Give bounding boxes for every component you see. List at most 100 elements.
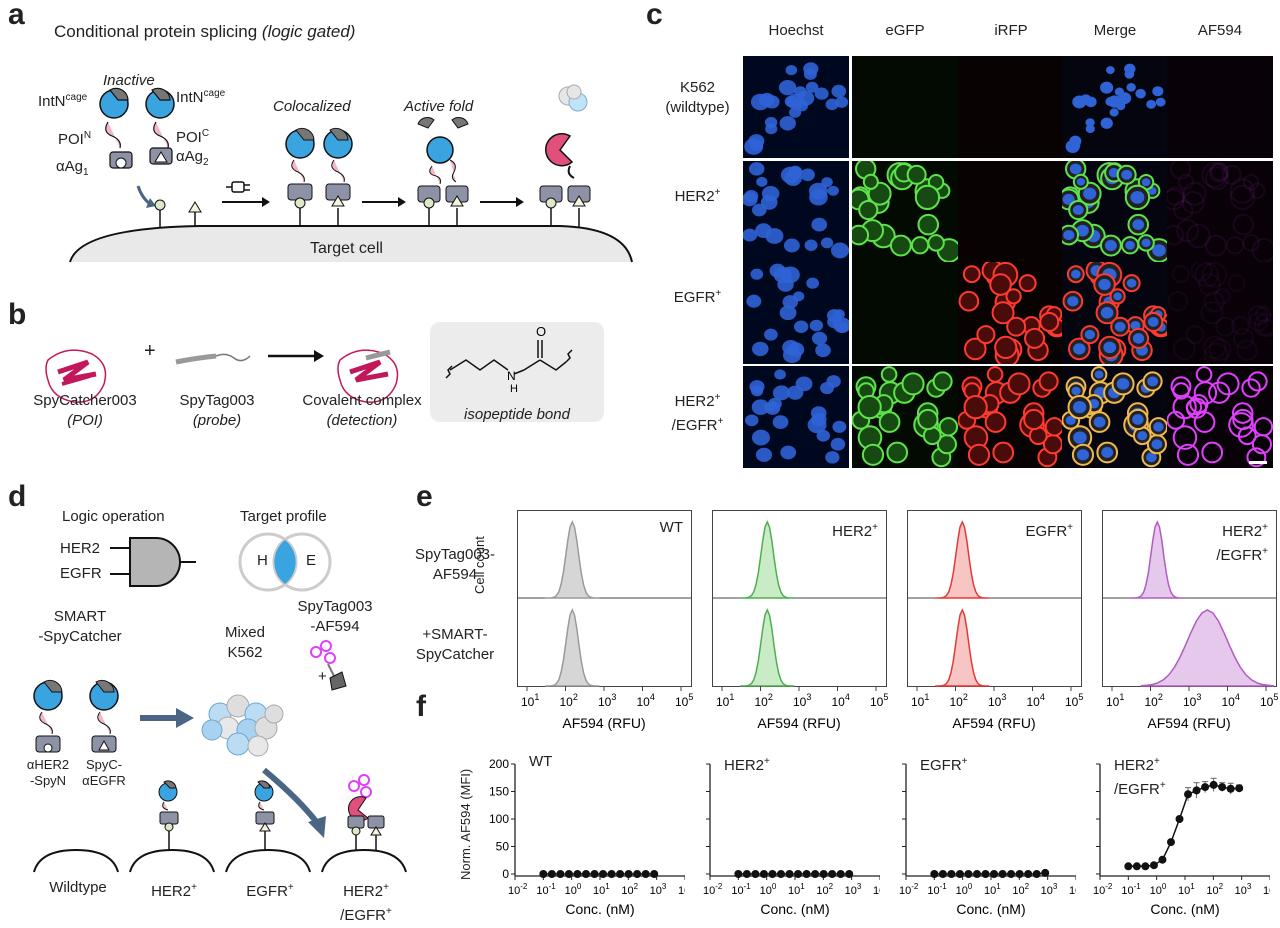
cell-label-1: HER2+ — [151, 882, 197, 900]
nucleus — [751, 399, 770, 415]
x-tick-label: 100 — [565, 882, 582, 897]
af594-cell — [1209, 162, 1229, 183]
merge-nucleus — [1147, 316, 1159, 327]
her2-cell-construct — [158, 780, 179, 850]
nucleus — [746, 294, 762, 308]
data-point — [938, 870, 947, 878]
af594-cell — [1201, 441, 1224, 464]
merge-nucleus — [1116, 378, 1130, 390]
irfp-cell — [989, 273, 1012, 296]
af594-cell — [1229, 184, 1256, 211]
gfp-cell — [857, 394, 882, 420]
af594-cell — [1172, 425, 1198, 450]
merge-nucleus — [1104, 240, 1117, 251]
x-tick-label: 10-1 — [927, 882, 947, 897]
nucleus — [806, 277, 820, 289]
x-tick-label: 101 — [521, 692, 539, 709]
irfp-cell — [1044, 417, 1064, 437]
merge-nucleus — [1151, 439, 1163, 450]
x-tick-exp: 4 — [1235, 692, 1240, 702]
af594-cell — [1182, 181, 1207, 206]
af594-cell — [1227, 274, 1246, 293]
micrograph-r1-c0 — [743, 161, 849, 263]
nucleus — [756, 176, 768, 187]
irfp-cell — [991, 301, 1015, 325]
af594-cell — [1167, 410, 1186, 430]
target-cells-row — [33, 848, 407, 873]
x-tick-label: 102 — [816, 882, 833, 897]
x-tick-exp: 2 — [829, 882, 834, 891]
hist-series-1 — [545, 608, 600, 687]
row-label-1: HER2+ — [674, 187, 721, 205]
panel-c-label: c — [646, 0, 663, 31]
gfp-cell — [889, 234, 912, 257]
cell-label-0: Wildtype — [49, 879, 107, 896]
data-point — [633, 870, 642, 878]
data-point — [785, 870, 794, 878]
spytag-af594-label-2: -AF594 — [310, 618, 360, 635]
nucleus — [811, 412, 827, 427]
x-tick-label: 104 — [1027, 692, 1045, 709]
covalent-complex-structure — [337, 349, 399, 403]
x-tick-label: 10-2 — [1093, 882, 1113, 897]
x-tick-exp: -1 — [549, 882, 557, 891]
nucleus — [816, 429, 830, 442]
merge-nucleus — [1067, 296, 1079, 307]
x-tick-exp: 2 — [634, 882, 639, 891]
x-tick-label: 10-2 — [899, 882, 919, 897]
gfp-cell — [858, 199, 879, 221]
panel-a-label: a — [8, 0, 25, 31]
data-point — [1149, 861, 1158, 870]
x-tick-label: 103 — [598, 692, 616, 709]
x-tick-exp: 1 — [729, 692, 734, 702]
tile-bg — [852, 56, 958, 158]
gfp-cell — [932, 371, 953, 392]
irfp-cell — [958, 290, 980, 312]
dose-title-3: HER2+/EGFR+ — [1114, 756, 1166, 798]
af594-cell — [1167, 186, 1186, 206]
x-tick-label: 100 — [760, 882, 777, 897]
x-tick-exp: -2 — [1105, 882, 1113, 891]
nucleus — [815, 343, 831, 358]
spytag-af594-label: SpyTag003 — [297, 598, 373, 615]
merge-nucleus — [1126, 278, 1137, 288]
data-point — [1124, 862, 1133, 871]
merge-nucleus — [1146, 452, 1157, 463]
irfp-cell — [1005, 288, 1022, 305]
y-tick-label: 0 — [502, 867, 509, 881]
irfp-cell — [962, 265, 981, 284]
isopeptide-bond-structure — [445, 340, 573, 379]
merge-nucleus — [1101, 447, 1114, 458]
irfp-cell — [984, 411, 1007, 433]
af594-cell — [1221, 164, 1242, 185]
data-point — [742, 870, 751, 878]
af594-cell — [1190, 262, 1213, 282]
af594-cell — [1216, 372, 1240, 396]
merge-nucleus — [1113, 292, 1122, 301]
panel-b-plus: + — [144, 340, 156, 362]
merge-nucleus — [1135, 88, 1146, 99]
nucleus — [792, 291, 805, 302]
inactive-construct-2 — [145, 87, 175, 165]
micrograph-r2-c4 — [1167, 262, 1273, 364]
nucleus — [809, 189, 828, 206]
merge-nucleus — [1152, 86, 1164, 97]
data-point — [794, 870, 803, 878]
af594-cell — [1233, 327, 1255, 349]
merge-nucleus — [1103, 341, 1117, 354]
irfp-cell — [967, 443, 991, 466]
panel-a-diagram — [69, 84, 633, 263]
af594-cell — [1185, 325, 1205, 345]
micrograph-r3-c4 — [1167, 366, 1273, 468]
k562-label: K562 — [227, 644, 263, 661]
data-point — [845, 870, 854, 878]
atom-n: N — [507, 369, 516, 383]
x-tick-exp: 5 — [1273, 692, 1278, 702]
x-tick-exp: 4 — [650, 692, 655, 702]
micrograph-r1-c1 — [852, 161, 958, 263]
y-tick-label: 50 — [496, 840, 510, 854]
merge-nucleus — [1132, 414, 1144, 425]
x-tick-exp: 5 — [883, 692, 888, 702]
poi-n-label: POIN — [58, 130, 92, 148]
merge-nucleus — [1100, 117, 1113, 129]
